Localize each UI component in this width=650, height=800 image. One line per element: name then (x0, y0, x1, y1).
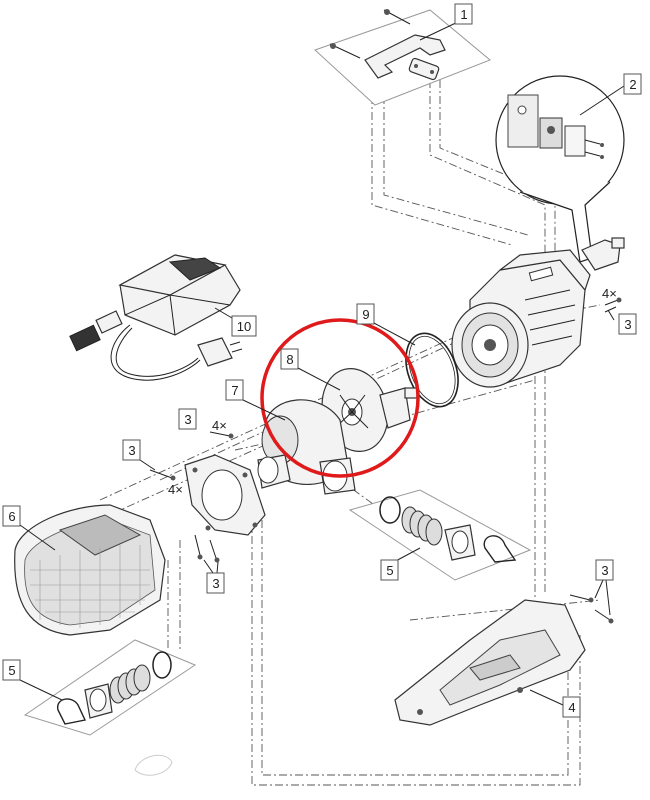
part-1-handle-assembly (314, 9, 491, 106)
callout-3-bottom: 3 (212, 576, 219, 591)
callout-7: 7 (231, 383, 238, 398)
callout-2: 2 (629, 77, 636, 92)
callout-9: 9 (362, 307, 369, 322)
callout-5-upper: 5 (386, 563, 393, 578)
callout-3-right: 3 (624, 317, 631, 332)
callouts: 1 2 4× 3 10 9 8 7 3 4× 3 4× (2, 3, 642, 718)
callout-1: 1 (460, 7, 467, 22)
part-9-o-ring (405, 332, 459, 408)
flange-plate (184, 454, 266, 536)
callout-3-mid: 3 (184, 412, 191, 427)
callout-5-lower: 5 (8, 663, 15, 678)
motor-housing (451, 237, 625, 388)
callout-4: 4 (568, 700, 575, 715)
part-10-controller-unit (69, 254, 243, 381)
callout-8: 8 (286, 352, 293, 367)
part-5-hose-kit-upper (348, 489, 532, 581)
qty-4x-lower: 4× (168, 482, 183, 497)
qty-4x-mid: 4× (212, 418, 227, 433)
decorative-mark (134, 754, 173, 776)
part-4-base-stand (394, 599, 586, 726)
callout-3-left: 3 (128, 443, 135, 458)
part-2-switch-detail (495, 75, 625, 263)
highlight-circle (260, 318, 420, 478)
part-5-hose-kit-lower (23, 639, 197, 736)
qty-4x-right: 4× (602, 286, 617, 301)
screws-part-3 (149, 297, 622, 624)
callout-6: 6 (8, 509, 15, 524)
part-6-filter-basket (14, 504, 166, 636)
callout-10: 10 (237, 319, 251, 334)
callout-3-lower-right: 3 (601, 563, 608, 578)
part-7-pump-housing (257, 399, 356, 495)
